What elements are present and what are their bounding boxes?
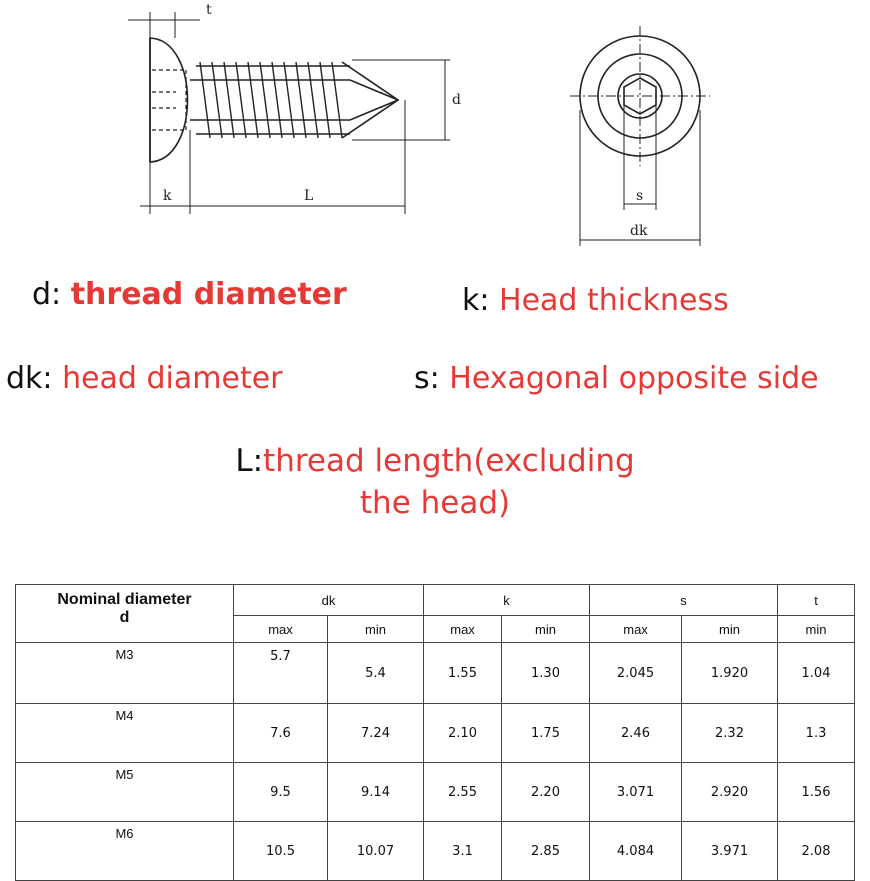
cell-s-max: 4.084 xyxy=(589,821,683,881)
thread-lines xyxy=(196,61,350,139)
header-group-k: k xyxy=(423,584,591,616)
cell-k-min: 1.30 xyxy=(501,642,591,704)
screw-head-outline xyxy=(149,37,189,163)
screw-tip xyxy=(341,61,400,139)
cell-size: M6 xyxy=(15,821,234,881)
header-group-s: s xyxy=(589,584,779,616)
table-row-m5: M5 9.5 9.14 2.55 2.20 3.071 2.920 1.56 xyxy=(15,762,856,822)
legend-d-key: d: xyxy=(32,277,62,312)
cell-t-min: 1.3 xyxy=(777,703,856,763)
cell-t-min: 1.04 xyxy=(777,642,856,704)
cell-dk-max: 7.6 xyxy=(233,703,328,763)
cell-k-max: 1.55 xyxy=(423,642,503,704)
table-row-m6: M6 10.5 10.07 3.1 2.85 4.084 3.971 2.08 xyxy=(15,821,856,881)
cell-size: M3 xyxy=(15,642,234,704)
cell-k-max: 2.10 xyxy=(423,703,503,763)
legend-dk-value: head diameter xyxy=(62,361,283,396)
dim-label-t: t xyxy=(206,2,212,18)
cell-s-min: 3.971 xyxy=(681,821,779,881)
legend-L-line1: L:thread length(excluding xyxy=(235,443,635,479)
cell-size: M5 xyxy=(15,762,234,822)
legend-d: d: thread diameter xyxy=(32,280,347,310)
dim-label-s: s xyxy=(636,188,643,204)
table-row-m3: M3 5.7 5.4 1.55 1.30 2.045 1.920 1.04 xyxy=(15,642,856,704)
cell-dk-min: 9.14 xyxy=(326,762,425,822)
screw-technical-drawing: t d k L s dk xyxy=(128,2,710,246)
cell-dk-min: 7.24 xyxy=(326,703,425,763)
legend-L: L:thread length(excluding the head) xyxy=(0,440,870,524)
subheader-s-max: max xyxy=(589,615,683,643)
legend-d-value: thread diameter xyxy=(70,277,347,312)
cell-s-min: 2.32 xyxy=(681,703,779,763)
subheader-s-min: min xyxy=(681,615,779,643)
dim-label-d: d xyxy=(452,92,461,108)
subheader-dk-max: max xyxy=(233,615,328,643)
header-nominal-diameter: Nominal diameter d xyxy=(15,584,234,643)
legend-k-value: Head thickness xyxy=(499,283,729,318)
cell-s-max: 2.045 xyxy=(589,642,683,704)
cell-dk-max: 10.5 xyxy=(233,821,328,881)
cell-dk-min: 5.4 xyxy=(326,642,425,704)
spec-table-container: Nominal diameter d dk k s t max min max … xyxy=(15,584,856,881)
cell-dk-max: 9.5 xyxy=(233,762,328,822)
cell-size: M4 xyxy=(15,703,234,763)
cell-s-max: 2.46 xyxy=(589,703,683,763)
table-subheader-row: max min max min max min min xyxy=(16,615,856,643)
legend-s: s: Hexagonal opposite side xyxy=(414,364,819,394)
header-group-t: t xyxy=(777,584,856,616)
cell-dk-max: 5.7 xyxy=(233,642,328,704)
subheader-k-min: min xyxy=(501,615,591,643)
subheader-k-max: max xyxy=(423,615,503,643)
cell-k-min: 2.20 xyxy=(501,762,591,822)
legend-s-value: Hexagonal opposite side xyxy=(449,361,819,396)
cell-s-min: 2.920 xyxy=(681,762,779,822)
legend-k-key: k: xyxy=(462,283,490,318)
cell-t-min: 1.56 xyxy=(777,762,856,822)
legend-k: k: Head thickness xyxy=(462,286,729,316)
legend-s-key: s: xyxy=(414,361,440,396)
cell-s-min: 1.920 xyxy=(681,642,779,704)
cell-k-max: 2.55 xyxy=(423,762,503,822)
legend-dk: dk: head diameter xyxy=(6,364,283,394)
spec-table: Nominal diameter d dk k s t max min max … xyxy=(15,584,856,881)
dim-label-k: k xyxy=(163,188,172,204)
cell-k-max: 3.1 xyxy=(423,821,503,881)
cell-s-max: 3.071 xyxy=(589,762,683,822)
side-view xyxy=(128,12,450,214)
subheader-dk-min: min xyxy=(326,615,425,643)
table-group-header-row: Nominal diameter d dk k s t xyxy=(15,584,856,643)
legend-L-line2: the head) xyxy=(359,485,511,521)
top-view xyxy=(570,26,710,246)
legend-dk-key: dk: xyxy=(6,361,53,396)
header-group-dk: dk xyxy=(232,584,425,616)
hex-socket-icon xyxy=(623,77,657,115)
cell-dk-min: 10.07 xyxy=(326,821,425,881)
subheader-t-min: min xyxy=(777,615,856,643)
cell-k-min: 1.75 xyxy=(501,703,591,763)
table-row-m4: M4 7.6 7.24 2.10 1.75 2.46 2.32 1.3 xyxy=(15,703,856,763)
cell-k-min: 2.85 xyxy=(501,821,591,881)
dim-label-L: L xyxy=(304,188,313,204)
cell-t-min: 2.08 xyxy=(777,821,856,881)
dim-label-dk: dk xyxy=(630,223,648,239)
